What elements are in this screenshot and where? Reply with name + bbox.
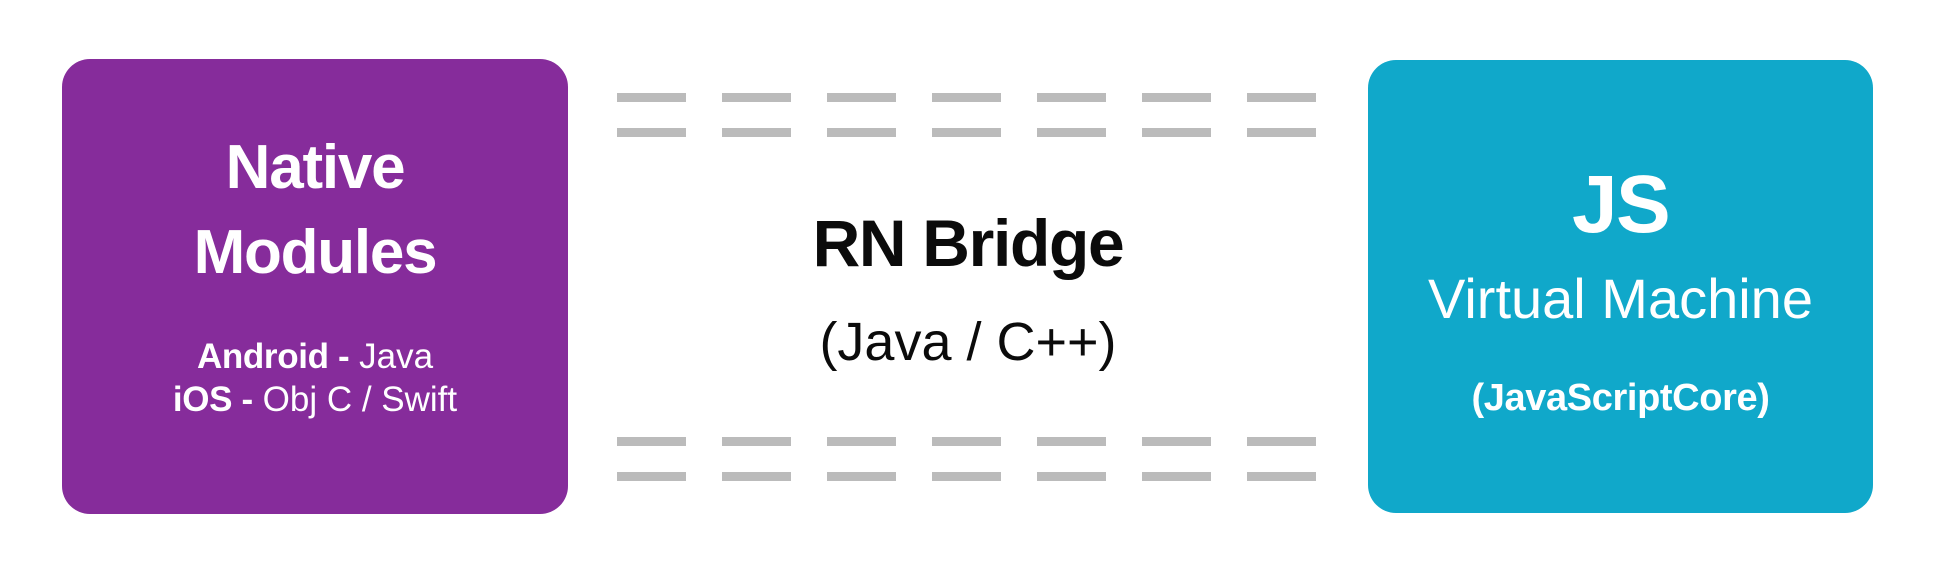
dash-row <box>617 472 1316 481</box>
js-vm-engine-note: (JavaScriptCore) <box>1471 377 1770 419</box>
js-vm-box: JS Virtual Machine (JavaScriptCore) <box>1368 60 1873 513</box>
js-vm-title: JS <box>1571 159 1671 250</box>
dash-row <box>617 93 1316 102</box>
native-title-line-1: Native <box>225 133 406 202</box>
rn-bridge-label: RN Bridge (Java / C++) <box>568 205 1368 373</box>
dash-row <box>617 437 1316 446</box>
native-modules-platforms: Android -Java iOS -Obj C / Swift <box>62 335 568 421</box>
native-modules-title: Native Modules <box>62 125 568 295</box>
js-vm-subtitle: Virtual Machine <box>1428 267 1813 330</box>
rn-bridge-title: RN Bridge <box>812 206 1125 280</box>
bridge-connector-top <box>617 93 1316 137</box>
dash-row <box>617 128 1316 137</box>
bridge-connector-bottom <box>617 437 1316 481</box>
platform-android: Android -Java <box>62 335 568 378</box>
platform-ios-label: iOS - <box>172 380 253 419</box>
platform-ios-language: Obj C / Swift <box>262 380 458 419</box>
platform-ios: iOS -Obj C / Swift <box>62 378 568 421</box>
native-title-line-2: Modules <box>193 218 438 287</box>
native-modules-box: Native Modules Android -Java iOS -Obj C … <box>62 59 568 514</box>
platform-android-language: Java <box>359 337 434 376</box>
rn-bridge-subtitle: (Java / C++) <box>819 312 1117 372</box>
platform-android-label: Android - <box>196 337 350 376</box>
